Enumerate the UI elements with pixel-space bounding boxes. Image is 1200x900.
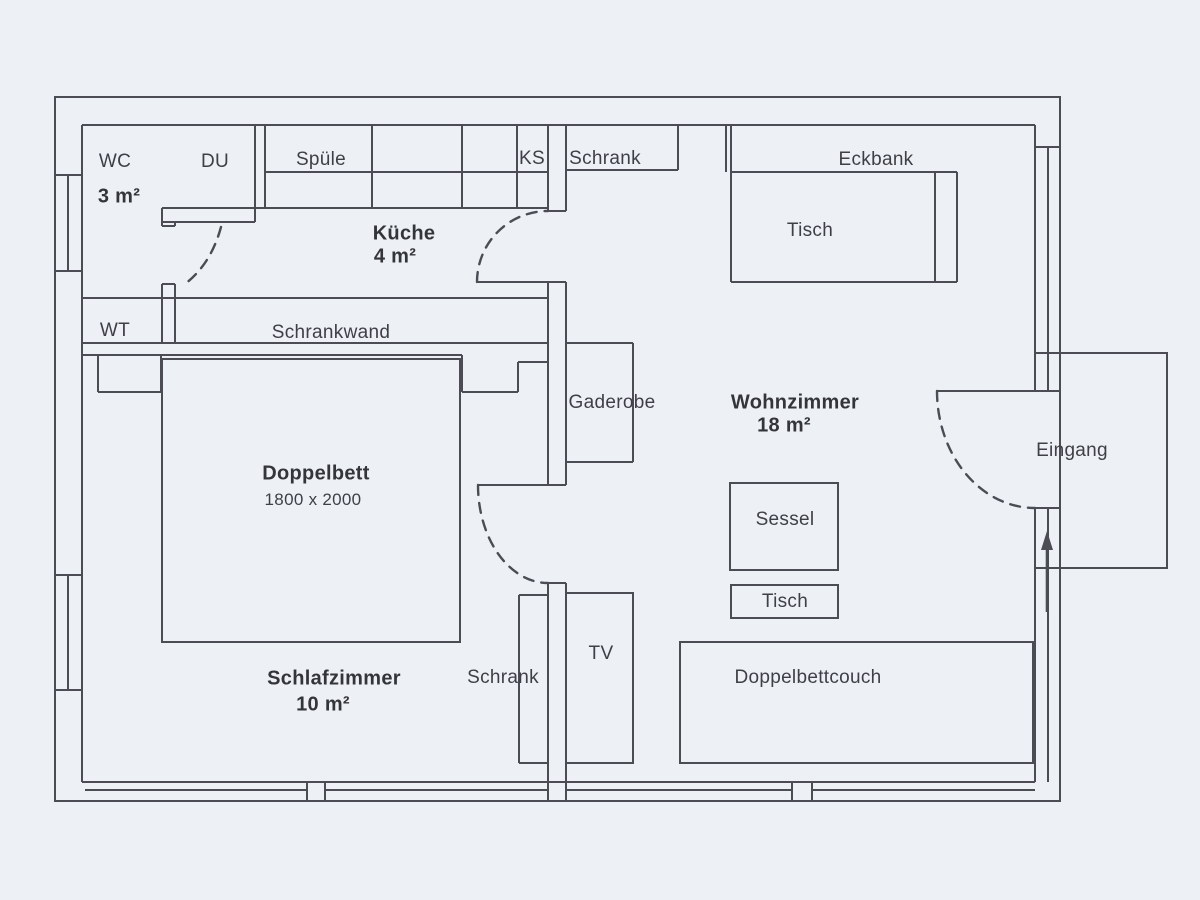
label-bedroom-area: 10 m²	[296, 693, 350, 716]
entrance-door-arc	[935, 389, 1037, 510]
label-entrance: Eingang	[1036, 440, 1108, 461]
label-bed-size: 1800 x 2000	[264, 490, 362, 509]
window-symbols	[55, 174, 1035, 801]
label-corner-bench: Eckbank	[838, 149, 914, 170]
label-shower: DU	[200, 151, 230, 172]
label-coffee-table: Tisch	[761, 591, 809, 612]
label-livingroom-area: 18 m²	[757, 414, 811, 437]
label-wardrobe: Gaderobe	[568, 392, 656, 413]
entrance-arrow	[1041, 531, 1053, 612]
label-sofa-bed: Doppelbettcouch	[734, 667, 882, 688]
label-sink: Spüle	[295, 149, 347, 170]
label-dining-table: Tisch	[786, 220, 834, 241]
label-armchair: Sessel	[755, 509, 815, 530]
label-wall-closet: Schrankwand	[271, 322, 391, 343]
label-wc-area: 3 m²	[97, 185, 141, 208]
label-kitchen: Küche	[372, 222, 436, 245]
bedroom-furniture	[97, 356, 634, 764]
bedroom-door-arc	[476, 483, 550, 585]
hallway-walls	[82, 297, 548, 393]
label-kitchen-area: 4 m²	[373, 245, 417, 268]
bathroom-walls	[161, 125, 548, 343]
livingroom-furniture	[566, 125, 1034, 764]
label-fridge: KS	[519, 148, 545, 169]
label-wc: WC	[98, 151, 132, 172]
label-livingroom: Wohnzimmer	[730, 391, 860, 414]
bathroom-door-arc	[183, 225, 223, 286]
door-swing-arcs	[183, 209, 1037, 585]
label-bedroom-closet: Schrank	[467, 667, 539, 688]
label-double-bed: Doppelbett	[262, 462, 370, 485]
label-livingroom-closet: Schrank	[569, 148, 641, 169]
kitchen-door-arc	[475, 209, 550, 284]
label-tv: TV	[588, 643, 614, 664]
label-washbasin: WT	[99, 320, 131, 341]
label-bedroom: Schlafzimmer	[267, 667, 401, 690]
central-wall	[547, 125, 567, 801]
entrance-walls	[478, 281, 1168, 569]
kitchen-counter	[265, 125, 548, 208]
exterior-walls	[54, 96, 1061, 802]
